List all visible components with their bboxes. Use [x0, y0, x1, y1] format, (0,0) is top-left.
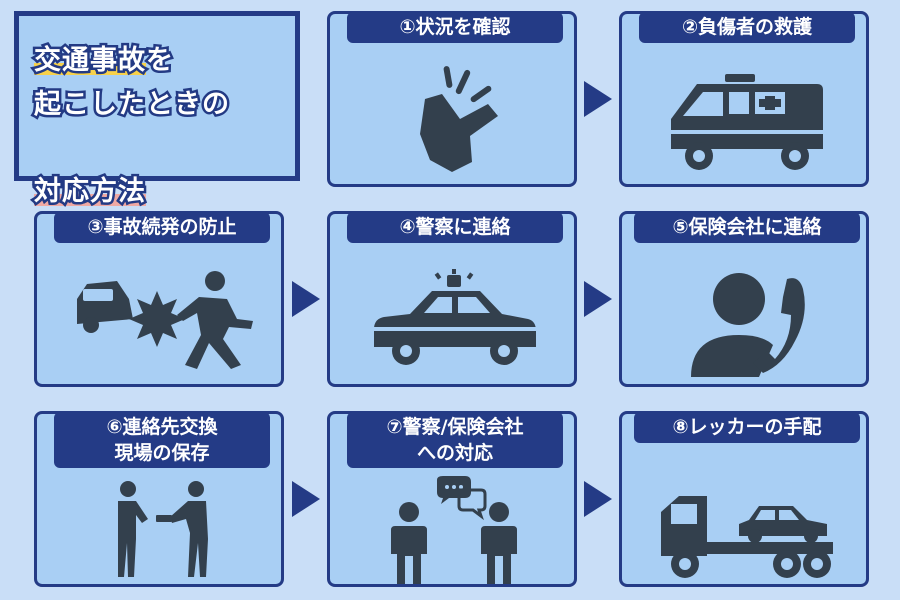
exchange-contact-icon — [118, 481, 208, 577]
title-highlight-3: 対応方法 — [32, 169, 148, 210]
arrow-right-icon — [292, 281, 320, 317]
step-6-label-line-1: ⑥連絡先交換 — [106, 416, 218, 438]
step-2-card: ②負傷者の救護 — [619, 11, 869, 187]
arrow-right-icon — [584, 281, 612, 317]
step-3-card: ③事故続発の防止 — [34, 211, 284, 387]
step-4-label: ④警察に連絡 — [347, 212, 563, 243]
title-box: 交通事故を 起こしたときの 対応方法 — [14, 11, 300, 210]
step-3-label: ③事故続発の防止 — [54, 212, 270, 243]
step-6-label-line-2: 現場の保存 — [114, 442, 210, 464]
step-5-card: ⑤保険会社に連絡 — [619, 211, 869, 387]
step-1-card: ①状況を確認 — [327, 11, 577, 187]
car-crash-icon — [77, 271, 253, 369]
step-7-card: ⑦警察/保険会社 への対応 — [327, 411, 577, 587]
step-7-label-line-1: ⑦警察/保険会社 — [386, 416, 524, 438]
title-highlight-1: 交通事故 — [32, 38, 148, 79]
arrow-right-icon — [584, 481, 612, 517]
police-car-icon — [374, 269, 536, 365]
step-1-label: ①状況を確認 — [347, 12, 563, 43]
step-7-label: ⑦警察/保険会社 への対応 — [347, 412, 563, 468]
phone-call-icon — [691, 273, 805, 377]
arrow-right-icon — [292, 481, 320, 517]
title-line-2: 起こしたときの — [32, 87, 232, 123]
tow-truck-icon — [661, 496, 833, 578]
step-5-label: ⑤保険会社に連絡 — [634, 212, 860, 243]
title-rest-1: を — [144, 43, 176, 79]
step-4-card: ④警察に連絡 — [327, 211, 577, 387]
step-6-label: ⑥連絡先交換 現場の保存 — [54, 412, 270, 468]
title-line-3: 対応方法 — [32, 169, 310, 210]
arrow-right-icon — [584, 81, 612, 117]
step-7-label-line-2: への対応 — [416, 442, 493, 464]
step-2-label: ②負傷者の救護 — [639, 12, 855, 43]
step-8-label: ⑧レッカーの手配 — [634, 412, 860, 443]
title-line-1: 交通事故を — [32, 38, 310, 79]
ambulance-icon — [671, 74, 823, 170]
conversation-icon — [391, 476, 517, 584]
step-6-card: ⑥連絡先交換 現場の保存 — [34, 411, 284, 587]
snap-finger-icon — [420, 66, 498, 172]
step-8-card: ⑧レッカーの手配 — [619, 411, 869, 587]
